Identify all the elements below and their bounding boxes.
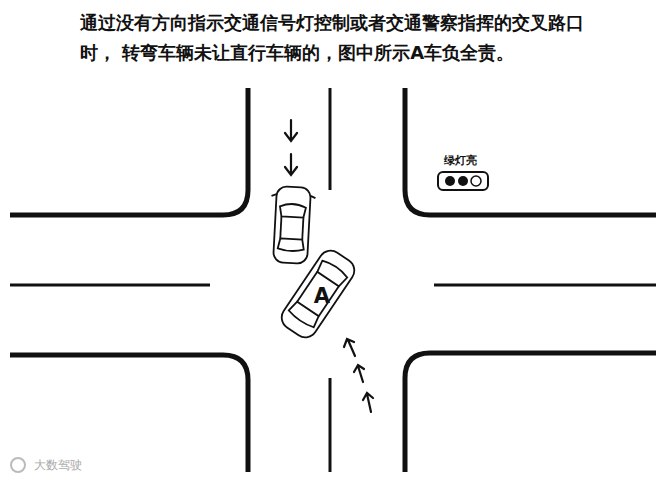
car-body [273,186,311,264]
watermark: 大数驾驶 [34,457,82,474]
logo-ring [11,458,25,472]
lamp-on [458,176,468,186]
turning-car-a [277,246,359,342]
lamp-on [445,176,455,186]
curb [405,88,656,215]
direction-arrows [285,120,373,412]
center-line [434,284,656,287]
curb [10,355,248,472]
arrow-up [354,365,364,382]
center-line [329,88,332,190]
lane-lines [10,88,656,472]
car-line [280,216,281,238]
arrow-up [344,339,355,356]
car-window [316,259,349,288]
curb [405,353,656,472]
arrow-down [285,120,297,141]
traffic-light [438,172,488,190]
light-housing [438,172,488,190]
car-line [302,218,303,240]
car-window [278,238,305,251]
road-curbs [10,88,656,472]
center-line [10,284,210,287]
car-body [277,246,359,342]
center-line [329,378,332,472]
car-mirror [271,194,315,198]
curb [10,88,248,215]
watermark-logo [11,458,25,472]
arrow-down [285,154,297,175]
straight-car [268,186,316,264]
car-letter: A [314,284,330,308]
lamp-off [471,176,481,186]
signal-label: 绿灯亮 [444,153,477,168]
title: 通过没有方向指示交通信号灯控制或者交通警察指挥的交叉路口时， 转弯车辆未让直行车… [80,8,616,68]
car-window [279,203,306,217]
arrow-up [363,393,373,412]
